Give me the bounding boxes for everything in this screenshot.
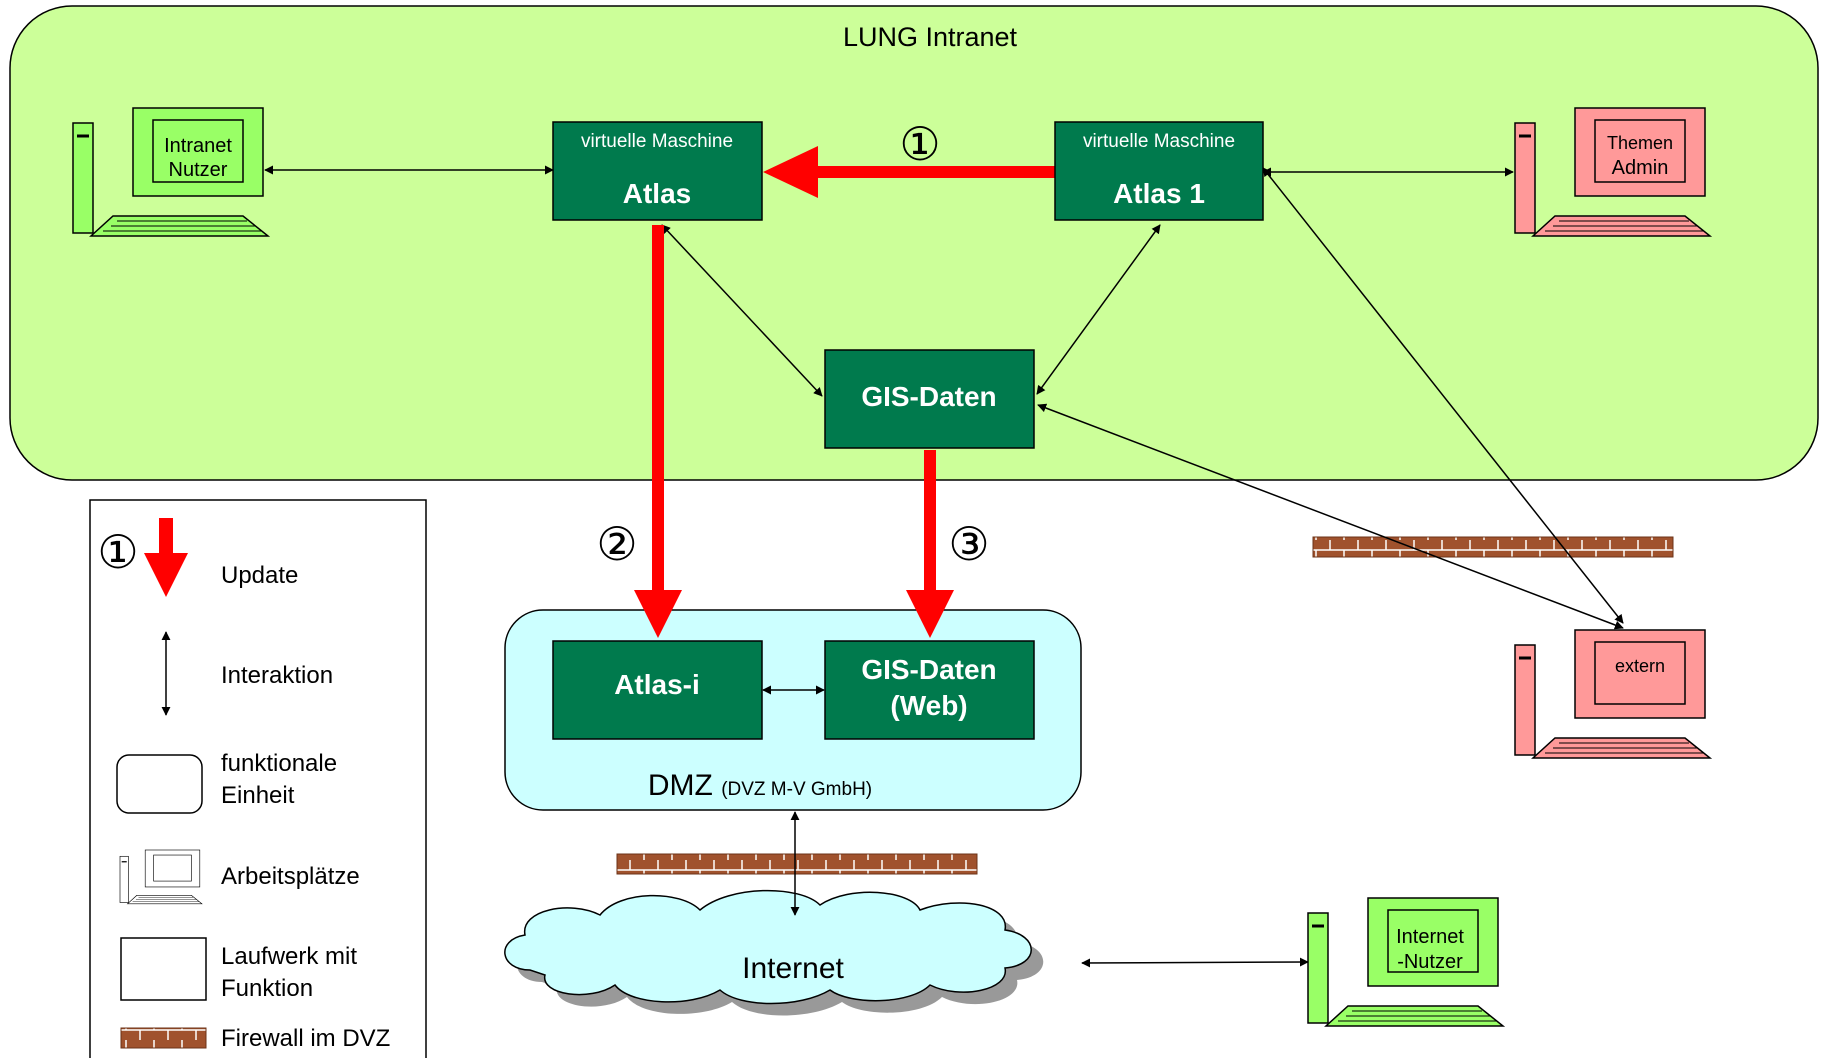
marker-step-3: ③: [948, 517, 989, 571]
workstation-themen-line1: Themen: [1607, 133, 1673, 153]
node-atlas-sub: virtuelle Maschine: [581, 131, 733, 152]
node-gis: GIS-Daten: [824, 349, 1035, 449]
node-atlas-i: Atlas-i: [552, 640, 763, 740]
arrow-atlas1-gis: [1036, 224, 1161, 395]
legend-interaction-label: Interaktion: [221, 662, 333, 689]
legend-update-label: Update: [221, 562, 298, 589]
legend-functional-line2: Einheit: [221, 782, 295, 809]
node-gis-web-line2: (Web): [890, 690, 967, 721]
legend: ① Update Interaktion funktionale Einheit…: [89, 499, 427, 1058]
arrow-internet-user: [1081, 957, 1309, 968]
node-gis-title: GIS-Daten: [861, 381, 996, 412]
workstation-internet-line2: -Nutzer: [1397, 951, 1463, 973]
legend-drive-line1: Laufwerk mit: [221, 943, 357, 970]
legend-drive-line2: Funktion: [221, 975, 313, 1002]
legend-firewall-icon: [120, 1027, 207, 1049]
arrow-gis-extern: [1037, 403, 1624, 630]
dmz-label: DMZ (DVZ M-V GmbH): [648, 769, 872, 802]
legend-marker: ①: [97, 525, 138, 579]
arrow-atlas-gis: [661, 224, 823, 397]
node-gis-web-line1: GIS-Daten: [861, 654, 996, 685]
node-atlas-title: Atlas: [623, 178, 691, 209]
legend-drive-icon: [120, 937, 207, 1001]
node-atlas: virtuelle Maschine Atlas: [552, 121, 763, 221]
node-atlas1-sub: virtuelle Maschine: [1083, 131, 1235, 152]
node-gis-web: GIS-Daten (Web): [824, 640, 1035, 740]
legend-firewall-label: Firewall im DVZ: [221, 1025, 390, 1052]
workstation-internet-line1: Internet: [1396, 926, 1464, 948]
workstation-extern-icon: [1513, 628, 1712, 760]
marker-step-2: ②: [596, 517, 637, 571]
firewall-dmz: [616, 853, 978, 875]
workstation-intranet-line1: Intranet: [164, 135, 232, 157]
update-arrow-1: [763, 146, 1055, 198]
node-atlas1-title: Atlas 1: [1113, 178, 1205, 209]
legend-functional-icon: [116, 754, 203, 814]
workstation-intranet-line2: Nutzer: [169, 159, 228, 181]
legend-update-arrow: [144, 518, 188, 597]
intranet-title: LUNG Intranet: [843, 22, 1018, 52]
update-arrow-3: [906, 450, 954, 638]
workstation-extern-label: extern: [1615, 656, 1665, 676]
internet-label: Internet: [742, 952, 844, 985]
internet-cloud: [504, 889, 1044, 1016]
legend-functional-line1: funktionale: [221, 750, 337, 777]
legend-workstation-label: Arbeitsplätze: [221, 863, 360, 890]
node-atlas-i-title: Atlas-i: [614, 669, 700, 700]
marker-step-1: ①: [899, 117, 940, 171]
workstation-themen-line2: Admin: [1612, 157, 1669, 179]
update-arrow-2: [634, 225, 682, 638]
firewall-right: [1312, 536, 1674, 558]
node-atlas1: virtuelle Maschine Atlas 1: [1054, 121, 1264, 221]
